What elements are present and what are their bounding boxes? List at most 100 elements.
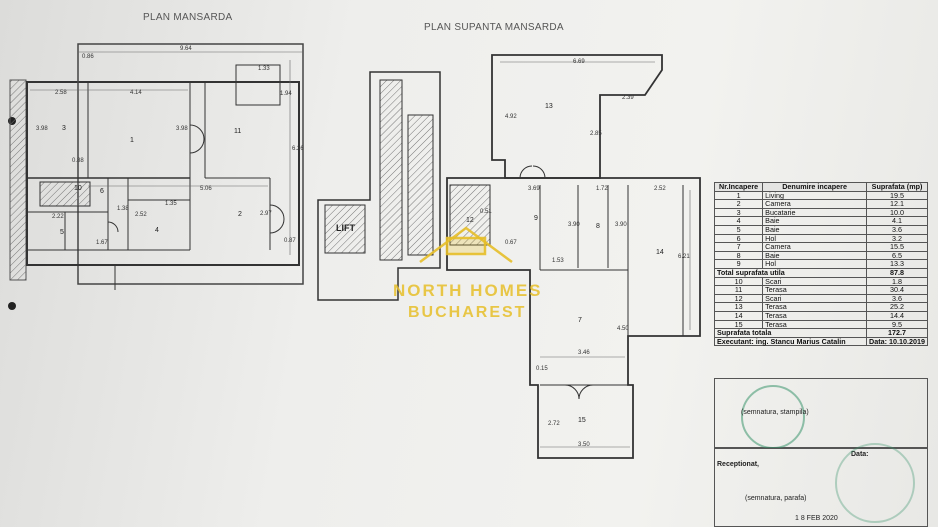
total-row: Suprafata totala 172.7 [713,328,928,338]
svg-text:4.50: 4.50 [617,326,629,332]
svg-text:3.90: 3.90 [615,222,627,228]
room-area: 12.1 [866,199,928,209]
room-name: Terasa [762,310,868,321]
room-name: Terasa [762,285,868,295]
svg-text:9: 9 [534,215,538,222]
svg-text:2.58: 2.58 [55,90,67,96]
svg-text:1.38: 1.38 [117,206,129,212]
svg-text:1.94: 1.94 [280,91,292,97]
svg-text:2: 2 [238,211,242,218]
svg-text:2.97: 2.97 [260,211,272,217]
svg-text:3.98: 3.98 [36,126,48,132]
svg-text:6.26: 6.26 [292,146,304,152]
svg-text:3: 3 [62,125,66,132]
executant-date: Data: 10.10.2019 [866,336,928,347]
room-area: 30.4 [866,285,928,295]
room-area: 3.6 [866,224,928,235]
watermark-line1: NORTH HOMES [393,281,543,300]
svg-text:4.14: 4.14 [130,90,142,96]
north-homes-logo [419,226,513,264]
svg-text:0.88: 0.88 [72,158,84,164]
svg-text:12: 12 [466,217,474,224]
total-utila-value: 87.8 [866,267,928,278]
svg-text:0.15: 0.15 [536,366,548,372]
svg-text:9.64: 9.64 [180,46,192,52]
room-area: 15.5 [866,242,928,252]
signature-box-receptionat: Receptionat, Data: (semnatura, parafa) 1… [714,443,928,527]
svg-text:2.52: 2.52 [135,212,147,218]
svg-text:1.67: 1.67 [96,240,108,246]
total-value: 172.7 [866,328,928,338]
svg-text:0.67: 0.67 [505,240,517,246]
svg-text:2.72: 2.72 [548,421,560,427]
table-header-row: Nr.Incapere Denumire incapere Suprafata … [713,182,928,192]
reception-stamp [835,443,915,523]
signature-note2: (semnatura, parafa) [745,495,807,502]
room-number: 14 [713,310,764,321]
svg-text:1.33: 1.33 [258,66,270,72]
svg-text:5.06: 5.06 [200,186,212,192]
total-utila-label: Total suprafata utila [713,267,868,278]
room-area: 14.4 [866,310,928,321]
header-nr: Nr.Incapere [713,182,764,192]
signature-note: (semnatura, stampila) [741,409,809,416]
watermark-line2: BUCHAREST [408,304,527,321]
room-number: 5 [713,224,764,235]
binder-hole [8,302,16,310]
svg-text:5: 5 [60,229,64,236]
date-stamp: 1 8 FEB 2020 [795,515,838,522]
room-number: 2 [713,199,764,209]
svg-text:15: 15 [578,417,586,424]
left-plan [9,43,304,290]
room-name: Baie [762,250,868,261]
svg-text:6.69: 6.69 [573,59,585,65]
svg-text:2.39: 2.39 [622,95,634,101]
svg-text:4.92: 4.92 [505,114,517,120]
svg-text:LIFT: LIFT [336,223,355,233]
total-utila-row: Total suprafata utila 87.8 [713,267,928,278]
total-label: Suprafata totala [713,328,868,338]
svg-text:7: 7 [578,317,582,324]
svg-text:13: 13 [545,103,553,110]
svg-text:6: 6 [100,188,104,195]
svg-text:0.86: 0.86 [82,54,94,60]
svg-text:3.90: 3.90 [568,222,580,228]
header-area: Suprafata (mp) [866,182,928,192]
svg-text:6.21: 6.21 [678,254,690,260]
svg-text:4: 4 [155,227,159,234]
svg-text:1.35: 1.35 [165,201,177,207]
svg-text:3.46: 3.46 [578,350,590,356]
svg-text:14: 14 [656,249,664,256]
svg-text:2.52: 2.52 [654,186,666,192]
svg-text:2.85: 2.85 [590,131,602,137]
room-name: Camera [762,199,868,209]
right-plan-labels: 6.69 2.39 4.92 2.85 3.69 1.72 2.52 1.53 … [336,59,690,448]
svg-text:2.22: 2.22 [52,214,64,220]
left-plan-title: PLAN MANSARDA [143,12,233,23]
area-table: Nr.Incapere Denumire incapere Suprafata … [713,182,928,347]
receptionat-label: Receptionat, [717,461,760,468]
svg-text:8: 8 [596,223,600,230]
svg-text:3.69: 3.69 [528,186,540,192]
room-name: Camera [762,242,868,252]
svg-text:3.98: 3.98 [176,126,188,132]
svg-text:11: 11 [234,128,241,135]
room-number: 7 [713,242,764,252]
svg-text:1.72: 1.72 [596,186,608,192]
executant: Executant: ing. Stancu Marius Catalin [713,336,868,347]
svg-text:0.51: 0.51 [480,209,492,215]
room-number: 11 [713,285,764,295]
room-name: Baie [762,224,868,235]
engineer-stamp [741,385,805,449]
header-name: Denumire incapere [762,182,868,192]
svg-text:1: 1 [130,137,134,144]
svg-text:10: 10 [74,185,82,192]
right-plan [317,54,701,459]
